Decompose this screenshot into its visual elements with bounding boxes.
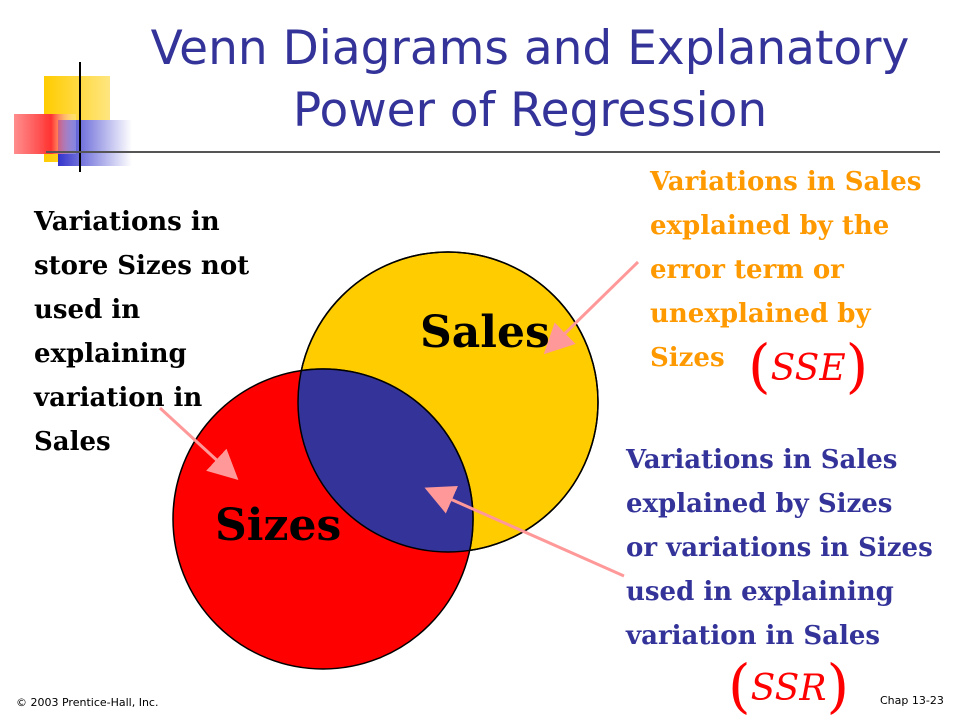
top-right-annotation-line: error term or (650, 255, 844, 285)
sales-circle-label: Sales (420, 307, 550, 358)
ssr-formula-text: SSR (750, 668, 827, 709)
copyright-footer: © 2003 Prentice-Hall, Inc. (16, 696, 159, 709)
bottom-right-annotation-line: used in explaining (626, 577, 894, 607)
arrow-left (158, 406, 239, 481)
title-line-1: Venn Diagrams and Explanatory (150, 21, 910, 76)
arrow-bottom-right (424, 486, 625, 578)
left-annotation-line: Variations in (34, 207, 220, 237)
top-right-annotation-line: Sizes (650, 343, 725, 373)
sse-formula: (SSE) (748, 332, 869, 400)
top-right-annotation: Variations in Sales explained by the err… (650, 160, 921, 380)
top-right-annotation-line: explained by the (650, 211, 890, 241)
sales-circle-outline (297, 251, 599, 553)
page-title: Venn Diagrams and Explanatory Power of R… (120, 18, 940, 142)
title-line-2: Power of Regression (292, 83, 768, 138)
top-right-annotation-line: unexplained by (650, 299, 871, 329)
arrow-top-right (543, 260, 640, 355)
bottom-right-annotation-line: explained by Sizes (626, 489, 893, 519)
sizes-circle-label: Sizes (215, 500, 342, 551)
bottom-right-annotation-line: Variations in Sales (626, 445, 898, 475)
bottom-right-annotation: Variations in Sales explained by Sizes o… (626, 438, 933, 658)
left-annotation-line: used in (34, 295, 141, 325)
ssr-formula: (SSR) (728, 652, 850, 720)
deco-red-square (14, 114, 76, 154)
left-annotation-line: store Sizes not (34, 251, 250, 281)
left-annotation-line: explaining (34, 339, 187, 369)
bottom-right-annotation-line: or variations in Sizes (626, 533, 933, 563)
left-annotation-line: Sales (34, 427, 111, 457)
chapter-footer: Chap 13-23 (880, 694, 944, 707)
left-annotation: Variations in store Sizes not used in ex… (34, 200, 249, 464)
left-annotation-line: variation in (34, 383, 203, 413)
sse-formula-text: SSE (770, 348, 846, 389)
top-right-annotation-line: Variations in Sales (650, 167, 922, 197)
bottom-right-annotation-line: variation in Sales (626, 621, 881, 651)
